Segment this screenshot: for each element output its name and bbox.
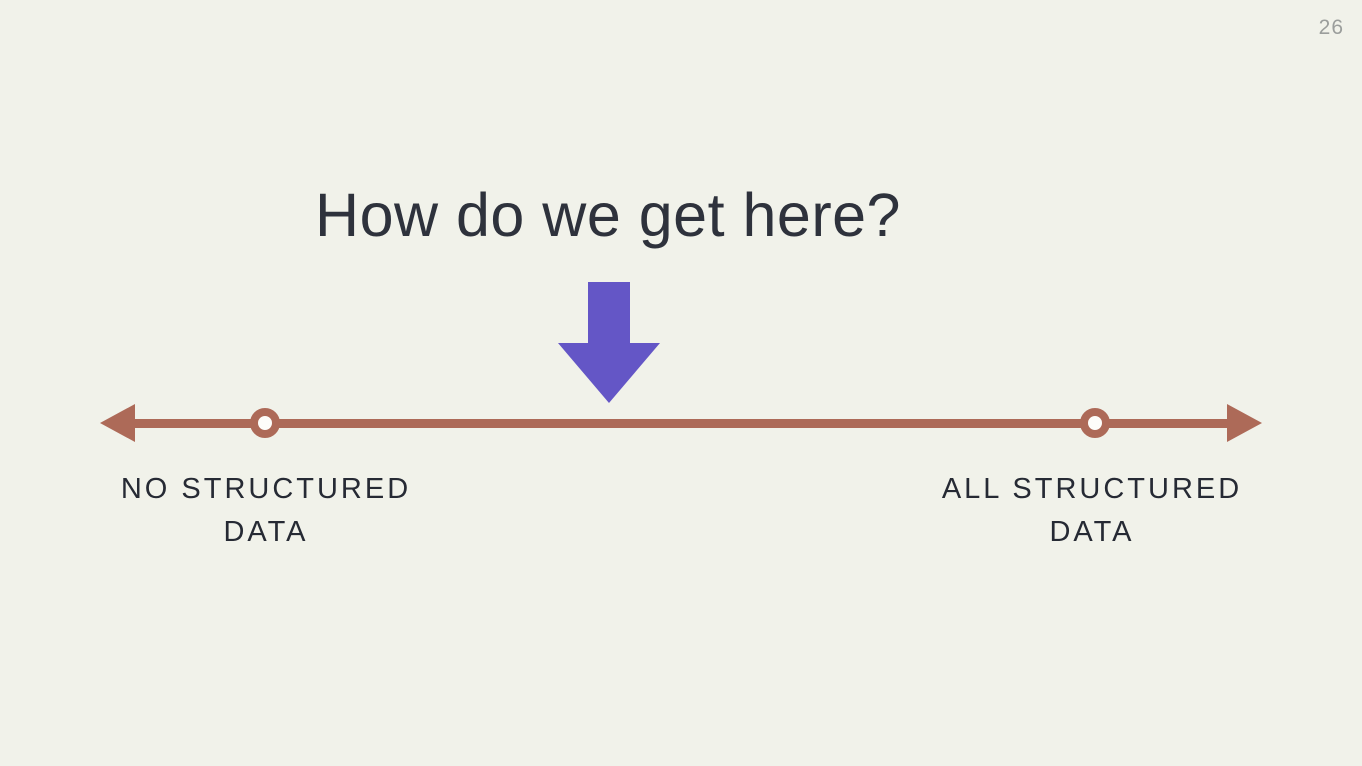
left-end-label: NO STRUCTURED DATA	[121, 468, 411, 554]
left-end-label-line1: NO STRUCTURED	[120, 473, 412, 505]
spectrum-axis-line	[128, 419, 1230, 428]
axis-left-arrowhead-icon	[100, 404, 135, 442]
right-end-label-line2: DATA	[1049, 516, 1135, 548]
right-end-label-line1: ALL STRUCTURED	[941, 473, 1243, 505]
slide-title: How do we get here?	[315, 181, 901, 249]
left-end-label-line2: DATA	[223, 516, 309, 548]
page-number: 26	[1318, 16, 1344, 39]
axis-right-node-marker	[1080, 408, 1110, 438]
axis-right-arrowhead-icon	[1227, 404, 1262, 442]
down-arrow-icon	[558, 282, 660, 403]
right-end-label: ALL STRUCTURED DATA	[942, 468, 1242, 554]
axis-left-node-marker	[250, 408, 280, 438]
